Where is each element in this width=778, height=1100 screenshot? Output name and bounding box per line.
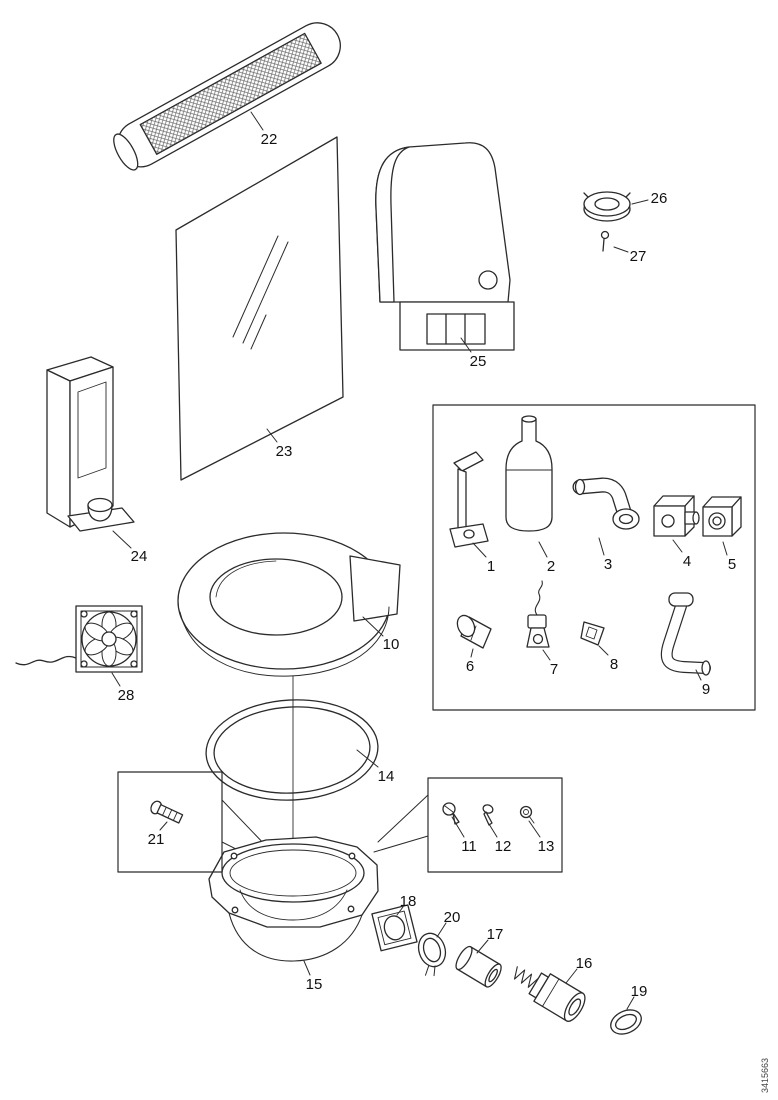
part-1-handle: [449, 451, 489, 548]
parts-box-21: [117, 771, 223, 873]
part-28-fan: [15, 605, 143, 673]
leader-lines: [111, 111, 728, 1010]
callout-16: 16: [576, 955, 593, 972]
callout-26: 26: [651, 190, 668, 207]
part-4-valve-block: [653, 495, 700, 537]
callout-15: 15: [306, 976, 323, 993]
part-7-valve-wire: [526, 580, 550, 648]
part-26-cap: [583, 191, 631, 222]
callout-19: 19: [631, 983, 648, 1000]
part-10-seat: [177, 532, 401, 677]
part-22-vent-tube: [113, 22, 341, 171]
callout-6: 6: [466, 658, 474, 675]
callout-18: 18: [400, 893, 417, 910]
part-19-oring: [610, 1009, 642, 1035]
callout-27: 27: [630, 248, 647, 265]
part-6-nozzle: [456, 614, 492, 649]
callout-14: 14: [378, 768, 395, 785]
part-27-pin: [600, 230, 610, 252]
callout-1: 1: [487, 558, 495, 575]
part-17-coupling: [455, 945, 502, 988]
callout-8: 8: [610, 656, 618, 673]
callout-20: 20: [444, 909, 461, 926]
part-15-bowl: [208, 836, 379, 962]
callout-3: 3: [604, 556, 612, 573]
part-23-panel: [175, 136, 344, 481]
callout-11: 11: [461, 838, 477, 855]
part-21-screw: [150, 800, 184, 824]
callout-21: 21: [148, 831, 165, 848]
callout-9: 9: [702, 681, 710, 698]
part-2-canister: [505, 415, 553, 532]
part-18-plate: [371, 904, 418, 952]
part-12-screw: [482, 804, 494, 826]
part-13-screw: [519, 805, 535, 824]
callout-labels: 1 2 3 4 5 6 7 8 9 10 11 12 13 14 15 16 1…: [118, 131, 737, 1000]
callout-24: 24: [131, 548, 148, 565]
callout-22: 22: [261, 131, 278, 148]
box-pointer-lines: [221, 794, 429, 861]
part-5-fitting-block: [702, 496, 742, 537]
callout-23: 23: [276, 443, 293, 460]
part-14-seal-ring: [205, 699, 379, 801]
callout-7: 7: [550, 661, 558, 678]
callout-10: 10: [383, 636, 400, 653]
callout-4: 4: [683, 553, 691, 570]
part-3-elbow-fitting: [572, 477, 640, 530]
part-8-clip: [580, 621, 605, 646]
callout-13: 13: [538, 838, 555, 855]
callout-25: 25: [470, 353, 487, 370]
callout-12: 12: [495, 838, 512, 855]
part-11-screw: [442, 802, 460, 825]
part-9-curved-pipe: [660, 592, 711, 676]
parts-box-11-13: [427, 777, 563, 873]
callout-2: 2: [547, 558, 555, 575]
parts-box-1-9: [432, 404, 756, 711]
part-25-tank: [375, 142, 515, 351]
part-24-dispenser: [46, 356, 135, 532]
part-20-clamp: [417, 932, 447, 977]
callout-17: 17: [487, 926, 504, 943]
callout-28: 28: [118, 687, 135, 704]
callout-5: 5: [728, 556, 736, 573]
watermark-number: 3415663: [760, 1058, 770, 1093]
part-16-valve-assembly: [513, 966, 586, 1022]
